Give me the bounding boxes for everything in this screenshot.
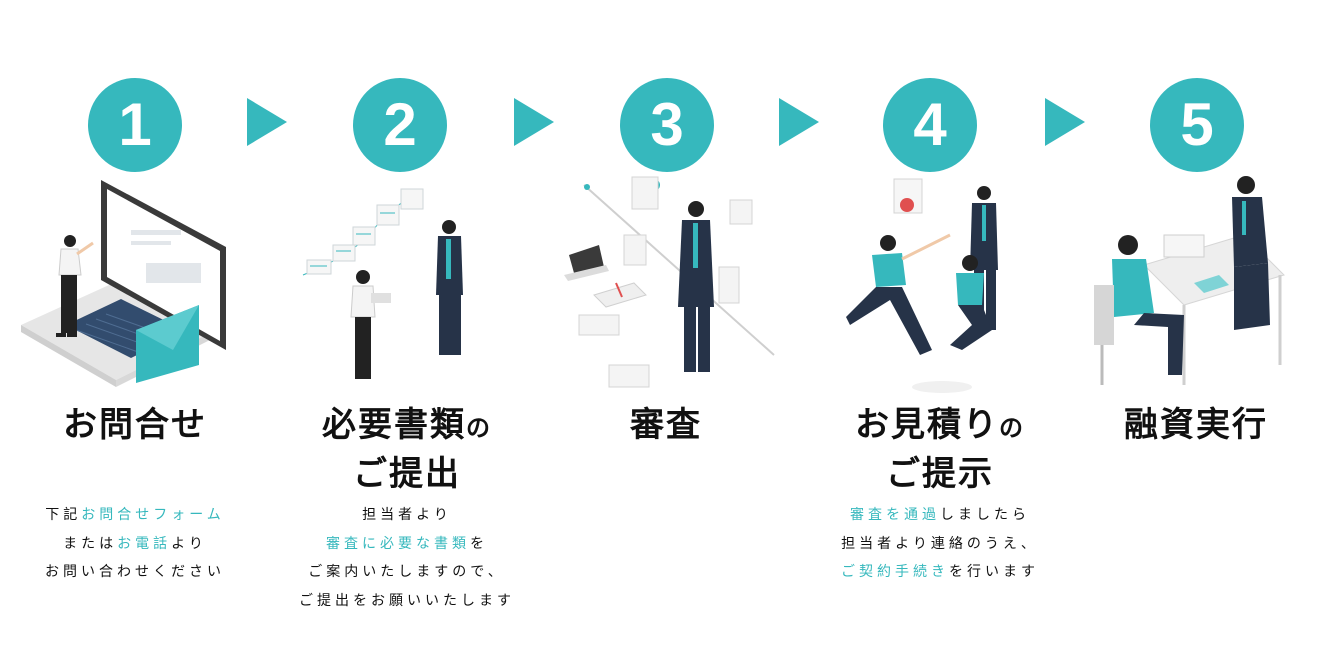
celebrating-team-illustration <box>846 178 998 393</box>
step-2: 2 必要書類の ご提出 担当者より 審査に必要な書類を ご案内いたしますので、 … <box>277 0 537 667</box>
step-1: 1 お問合せ 下記お問合せフォーム またはお電話より お問い合わせください <box>5 0 265 667</box>
triangle-right-icon <box>247 98 287 146</box>
desc-line: またはお電話より <box>63 535 207 552</box>
desc-line: 審査を通過しましたら <box>850 507 1030 523</box>
desc-line: ご契約手続きを行います <box>841 564 1039 580</box>
step-number-badge: 1 <box>88 78 182 172</box>
step-3: 3 審査 <box>536 0 796 667</box>
step-title: 融資実行 <box>1124 405 1268 445</box>
step-description: 審査を通過しましたら 担当者より連絡のうえ、 ご契約手続きを行います <box>810 501 1070 587</box>
desc-line: 担当者より連絡のうえ、 <box>841 535 1039 552</box>
triangle-right-icon <box>1045 98 1085 146</box>
step-4: 4 お見積りの ご提示 審査を通過しましたら 担当者より連絡のうえ、 ご契約手続… <box>810 0 1070 667</box>
step-title: お見積りの ご提示 <box>855 405 1025 494</box>
desc-line: ご提出をお願いいたします <box>299 592 515 609</box>
desc-line: 下記お問合せフォーム <box>45 507 225 523</box>
step-number-badge: 4 <box>883 78 977 172</box>
desc-line: 担当者より <box>362 507 452 523</box>
financing-meeting-illustration <box>1094 176 1285 385</box>
triangle-right-icon <box>514 98 554 146</box>
reviewer-with-documents-illustration <box>564 176 775 388</box>
step-title: お問合せ <box>63 405 207 445</box>
desc-line: お問い合わせください <box>45 564 225 580</box>
person-at-laptop-illustration <box>21 180 226 387</box>
step-number-badge: 3 <box>620 78 714 172</box>
step-number-badge: 5 <box>1150 78 1244 172</box>
step-title: 審査 <box>630 405 702 445</box>
step-description: 下記お問合せフォーム またはお電話より お問い合わせください <box>5 501 265 587</box>
step-number-badge: 2 <box>353 78 447 172</box>
desc-line: 審査に必要な書類を <box>326 535 488 552</box>
step-5: 5 融資実行 <box>1066 0 1326 667</box>
document-submission-illustration <box>302 188 463 379</box>
step-title: 必要書類の ご提出 <box>322 405 492 494</box>
triangle-right-icon <box>779 98 819 146</box>
step-description: 担当者より 審査に必要な書類を ご案内いたしますので、 ご提出をお願いいたします <box>277 501 537 615</box>
desc-line: ご案内いたしますので、 <box>308 564 506 580</box>
